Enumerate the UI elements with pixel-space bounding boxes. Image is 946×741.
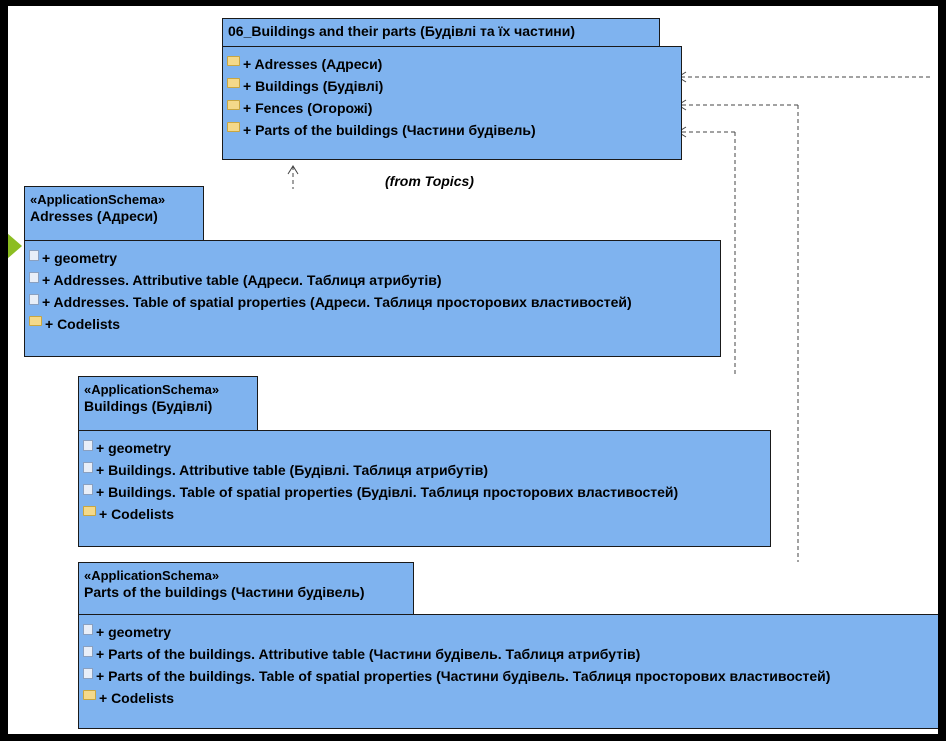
adresses-package-name: Adresses (Адреси): [30, 208, 158, 224]
slide-pointer-arrow-icon: [8, 220, 22, 272]
parts-package-tab[interactable]: «ApplicationSchema» Parts of the buildin…: [78, 562, 414, 614]
adresses-item-spatial-table[interactable]: + Addresses. Table of spatial properties…: [29, 291, 716, 313]
dependency-line-buildings: [678, 104, 799, 562]
topics-item-fences[interactable]: + Fences (Огорожі): [227, 97, 677, 119]
stereotype-label: «ApplicationSchema»: [84, 382, 220, 397]
parts-item-codelists[interactable]: + Codelists: [83, 687, 937, 709]
class-icon: [83, 623, 93, 635]
class-icon: [29, 271, 39, 283]
class-icon: [83, 439, 93, 451]
folder-icon: [227, 78, 240, 88]
buildings-item-spatial-table[interactable]: + Buildings. Table of spatial properties…: [83, 481, 766, 503]
topics-package-body[interactable]: + Adresses (Адреси) + Buildings (Будівлі…: [222, 46, 682, 160]
class-icon: [83, 645, 93, 657]
folder-icon: [227, 100, 240, 110]
parts-package-body[interactable]: + geometry + Parts of the buildings. Att…: [78, 614, 938, 729]
class-icon: [29, 249, 39, 261]
class-icon: [83, 461, 93, 473]
parts-item-spatial-table[interactable]: + Parts of the buildings. Table of spati…: [83, 665, 937, 687]
folder-icon: [227, 56, 240, 66]
stereotype-label: «ApplicationSchema»: [84, 568, 220, 583]
folder-icon: [29, 316, 42, 326]
adresses-package-body[interactable]: + geometry + Addresses. Attributive tabl…: [24, 240, 721, 357]
dependency-line-adresses: [678, 131, 736, 374]
parts-item-attributive-table[interactable]: + Parts of the buildings. Attributive ta…: [83, 643, 937, 665]
arrowhead-icon: [287, 165, 299, 175]
dependency-lines: [287, 71, 930, 562]
adresses-item-codelists[interactable]: + Codelists: [29, 313, 716, 335]
folder-icon: [83, 690, 96, 700]
topics-item-adresses[interactable]: + Adresses (Адреси): [227, 53, 677, 75]
topics-item-parts[interactable]: + Parts of the buildings (Частини будіве…: [227, 119, 677, 141]
buildings-item-geometry[interactable]: + geometry: [83, 437, 766, 459]
buildings-package-tab[interactable]: «ApplicationSchema» Buildings (Будівлі): [78, 376, 258, 430]
topics-package-tab[interactable]: 06_Buildings and their parts (Будівлі та…: [222, 18, 660, 46]
adresses-item-attributive-table[interactable]: + Addresses. Attributive table (Адреси. …: [29, 269, 716, 291]
class-icon: [83, 667, 93, 679]
stereotype-label: «ApplicationSchema»: [30, 192, 166, 207]
buildings-item-codelists[interactable]: + Codelists: [83, 503, 766, 525]
parts-package-name: Parts of the buildings (Частини будівель…: [84, 584, 365, 600]
from-topics-label: (from Topics): [385, 173, 474, 189]
adresses-item-geometry[interactable]: + geometry: [29, 247, 716, 269]
class-icon: [29, 293, 39, 305]
buildings-package-body[interactable]: + geometry + Buildings. Attributive tabl…: [78, 430, 771, 547]
topics-package-title: 06_Buildings and their parts (Будівлі та…: [228, 23, 576, 39]
buildings-item-attributive-table[interactable]: + Buildings. Attributive table (Будівлі.…: [83, 459, 766, 481]
topics-item-buildings[interactable]: + Buildings (Будівлі): [227, 75, 677, 97]
folder-icon: [83, 506, 96, 516]
folder-icon: [227, 122, 240, 132]
class-icon: [83, 483, 93, 495]
diagram-canvas: 06_Buildings and their parts (Будівлі та…: [8, 6, 938, 734]
parts-item-geometry[interactable]: + geometry: [83, 621, 937, 643]
buildings-package-name: Buildings (Будівлі): [84, 398, 213, 414]
adresses-package-tab[interactable]: «ApplicationSchema» Adresses (Адреси): [24, 186, 204, 240]
